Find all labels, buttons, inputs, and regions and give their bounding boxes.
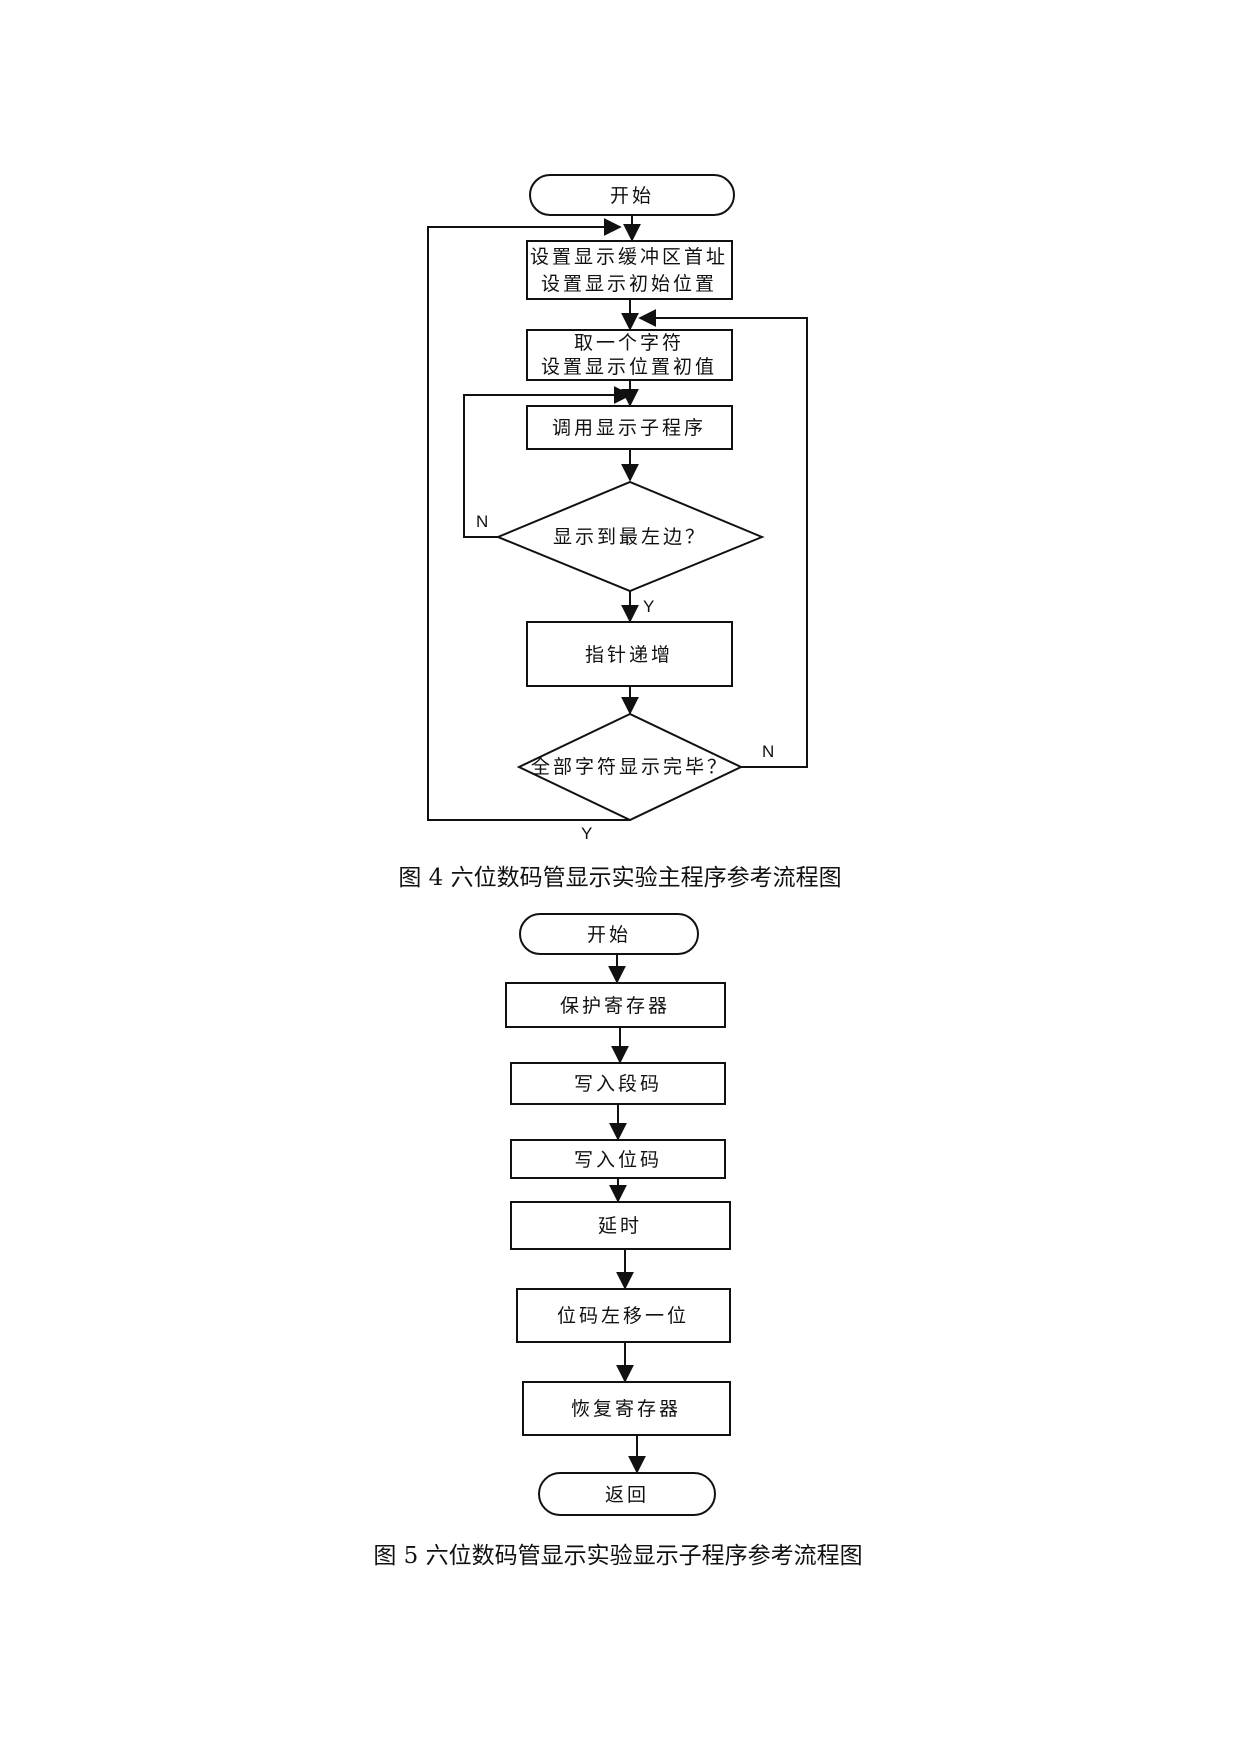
fig4-start-label: 开始 (610, 185, 654, 207)
fig4-pointer-box (526, 621, 733, 687)
fig5-start-terminator (519, 913, 699, 955)
fig4-caption: 图 4 六位数码管显示实验主程序参考流程图 (398, 865, 841, 891)
fig4-init-line1: 设置显示缓冲区首址 (530, 246, 728, 268)
fig5-step-shift-label: 位码左移一位 (557, 1305, 689, 1327)
fig4-pointer-label: 指针递增 (585, 644, 673, 666)
fig4-decision-done-label: 全部字符显示完毕？ (531, 756, 729, 778)
fig4-fetch-line2: 设置显示位置初值 (541, 356, 717, 378)
fig5-step-restore-label: 恢复寄存器 (571, 1398, 681, 1420)
fig4-label-n-right: N (762, 742, 774, 761)
fig4-label-y-bottom: Y (581, 824, 592, 843)
fig4-loop-n-done (638, 309, 808, 768)
fig5-step-restore (522, 1381, 731, 1436)
fig5-step-digit (510, 1139, 726, 1179)
fig5-caption: 图 5 六位数码管显示实验显示子程序参考流程图 (373, 1543, 862, 1569)
fig4-loop-n-leftmost (463, 386, 632, 538)
fig5-step-segment-label: 写入段码 (574, 1073, 662, 1095)
figure-5-flowchart: 开始 保护寄存器 写入段码 写入位码 延时 位码左移一位 恢复寄存器 返回 图 … (373, 913, 863, 1569)
fig5-step-delay (510, 1201, 731, 1250)
fig4-label-y-mid: Y (643, 597, 654, 616)
fig4-loop-y-done (427, 218, 630, 821)
fig4-label-n-left: N (476, 512, 488, 531)
fig4-init-box (526, 240, 733, 300)
fig4-fetch-line1: 取一个字符 (574, 332, 684, 354)
fig5-step-shift (516, 1288, 731, 1343)
fig5-step-protect (505, 982, 726, 1028)
fig4-call-label: 调用显示子程序 (552, 417, 706, 439)
figure-4-flowchart: 开始 设置显示缓冲区首址 设置显示初始位置 取一个字符 设置显示位置初值 调用显… (398, 174, 842, 891)
fig5-end-label: 返回 (605, 1484, 649, 1506)
fig4-init-line2: 设置显示初始位置 (541, 273, 717, 295)
fig5-start-label: 开始 (587, 924, 631, 946)
fig4-call-box (526, 405, 733, 450)
fig5-step-protect-label: 保护寄存器 (560, 995, 670, 1017)
fig5-step-digit-label: 写入位码 (574, 1149, 662, 1171)
fig4-decision-leftmost-label: 显示到最左边？ (553, 526, 707, 548)
fig5-step-delay-label: 延时 (598, 1215, 642, 1237)
fig5-step-segment (510, 1062, 726, 1105)
fig5-end-terminator (538, 1472, 716, 1516)
